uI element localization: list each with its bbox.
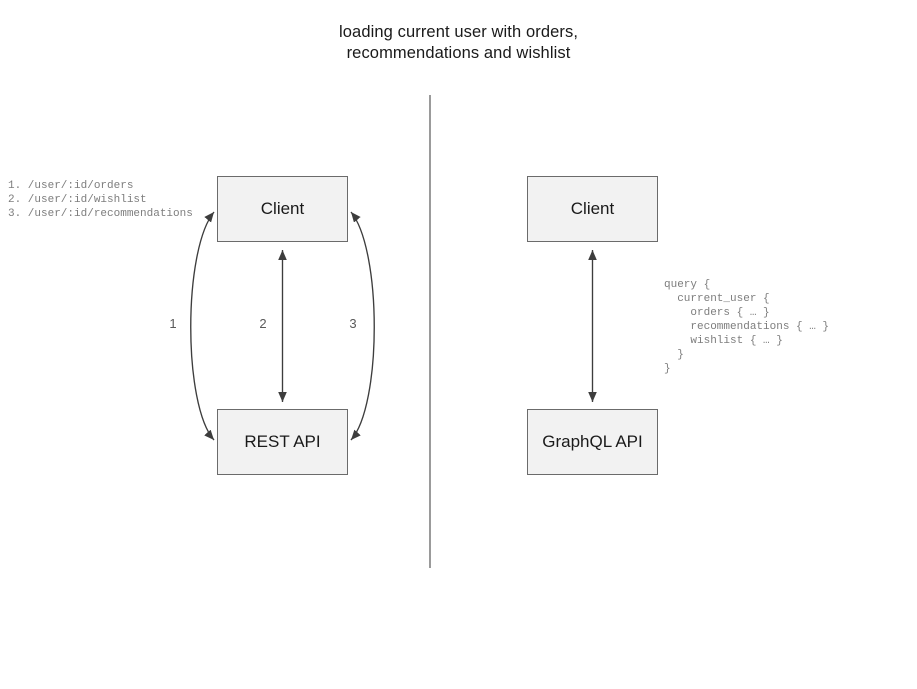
node-rest-api[interactable]: REST API <box>217 409 348 475</box>
rest-endpoint-list: 1. /user/:id/orders 2. /user/:id/wishlis… <box>8 180 193 220</box>
edge-3-arc <box>350 211 375 441</box>
node-client-left[interactable]: Client <box>217 176 348 242</box>
node-client-left-label: Client <box>260 199 305 218</box>
node-client-right[interactable]: Client <box>527 176 658 242</box>
node-client-right-label: Client <box>570 199 615 218</box>
edge-label-3: 3 <box>349 316 357 331</box>
node-rest-api-label: REST API <box>244 432 321 451</box>
edge-label-2: 2 <box>259 316 267 331</box>
node-graphql-api-label: GraphQL API <box>542 432 643 451</box>
edge-label-1: 1 <box>169 316 177 331</box>
node-graphql-api[interactable]: GraphQL API <box>527 409 658 475</box>
graphql-query-block: query { current_user { orders { … } reco… <box>664 279 830 375</box>
diagram-title: loading current user with orders, recomm… <box>339 23 578 62</box>
edge-1-arc <box>190 211 215 441</box>
